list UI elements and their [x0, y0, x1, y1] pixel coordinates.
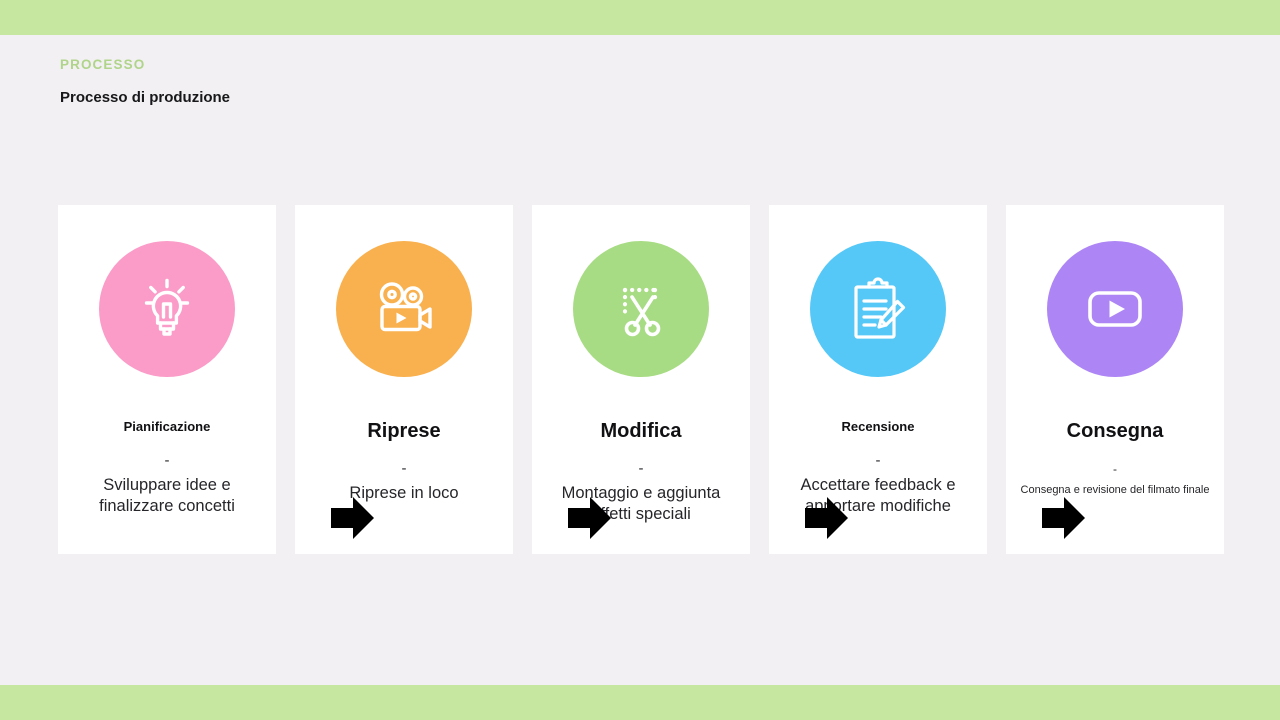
arrow-editing-to-review-icon — [805, 494, 849, 542]
scissors-icon — [605, 273, 677, 345]
video-play-icon — [1077, 271, 1153, 347]
lightbulb-icon — [129, 271, 205, 347]
step-description: Accettare feedback e apportare modifiche — [800, 475, 956, 515]
step-separator: - — [401, 460, 407, 477]
movie-camera-icon — [365, 270, 443, 348]
arrow-review-to-delivery-icon — [1042, 494, 1086, 542]
step-title: Recensione — [841, 419, 915, 434]
step-separator: - — [1113, 462, 1117, 476]
step-icon-circle — [99, 241, 235, 377]
step-separator: - — [875, 451, 881, 469]
step-icon-circle — [810, 241, 946, 377]
step-title: Modifica — [600, 420, 682, 442]
process-step-modifica[interactable]: Modifica - Montaggio e aggiunta effetti … — [532, 205, 750, 623]
step-separator: - — [164, 451, 170, 469]
step-title: Pianificazione — [123, 419, 211, 434]
step-card[interactable]: Recensione - Accettare feedback e apport… — [769, 205, 987, 554]
process-step-recensione[interactable]: Recensione - Accettare feedback e apport… — [769, 205, 987, 623]
arrow-shooting-to-editing-icon — [568, 494, 612, 542]
step-description: Consegna e revisione del filmato finale — [1020, 484, 1210, 496]
bottom-decorative-band — [0, 685, 1280, 720]
step-icon-circle — [336, 241, 472, 377]
step-card[interactable]: Pianificazione - Sviluppare idee e final… — [58, 205, 276, 554]
step-title: Consegna — [1066, 420, 1164, 442]
top-decorative-band — [0, 0, 1280, 35]
step-description: Sviluppare idee e finalizzare concetti — [99, 475, 235, 515]
arrow-planning-to-shooting-icon — [331, 494, 375, 542]
eyebrow-label: PROCESSO — [60, 57, 146, 72]
step-card[interactable]: Riprese - Riprese in loco — [295, 205, 513, 554]
step-title: Riprese — [367, 420, 441, 442]
page-header: PROCESSO Processo di produzione — [60, 56, 660, 108]
step-description: Montaggio e aggiunta effetti speciali — [561, 484, 721, 524]
process-step-riprese[interactable]: Riprese - Riprese in loco 1 settimana — [295, 205, 513, 623]
step-card[interactable]: Consegna - Consegna e revisione del film… — [1006, 205, 1224, 554]
process-flow: Pianificazione - Sviluppare idee e final… — [58, 205, 1224, 623]
step-separator: - — [638, 460, 644, 477]
step-card[interactable]: Modifica - Montaggio e aggiunta effetti … — [532, 205, 750, 554]
page-title: Processo di produzione — [60, 89, 231, 106]
step-icon-circle — [573, 241, 709, 377]
step-icon-circle — [1047, 241, 1183, 377]
step-description: Riprese in loco — [349, 484, 459, 502]
process-step-pianificazione[interactable]: Pianificazione - Sviluppare idee e final… — [58, 205, 276, 623]
clipboard-pencil-icon — [841, 272, 915, 346]
process-step-consegna[interactable]: Consegna - Consegna e revisione del film… — [1006, 205, 1224, 623]
